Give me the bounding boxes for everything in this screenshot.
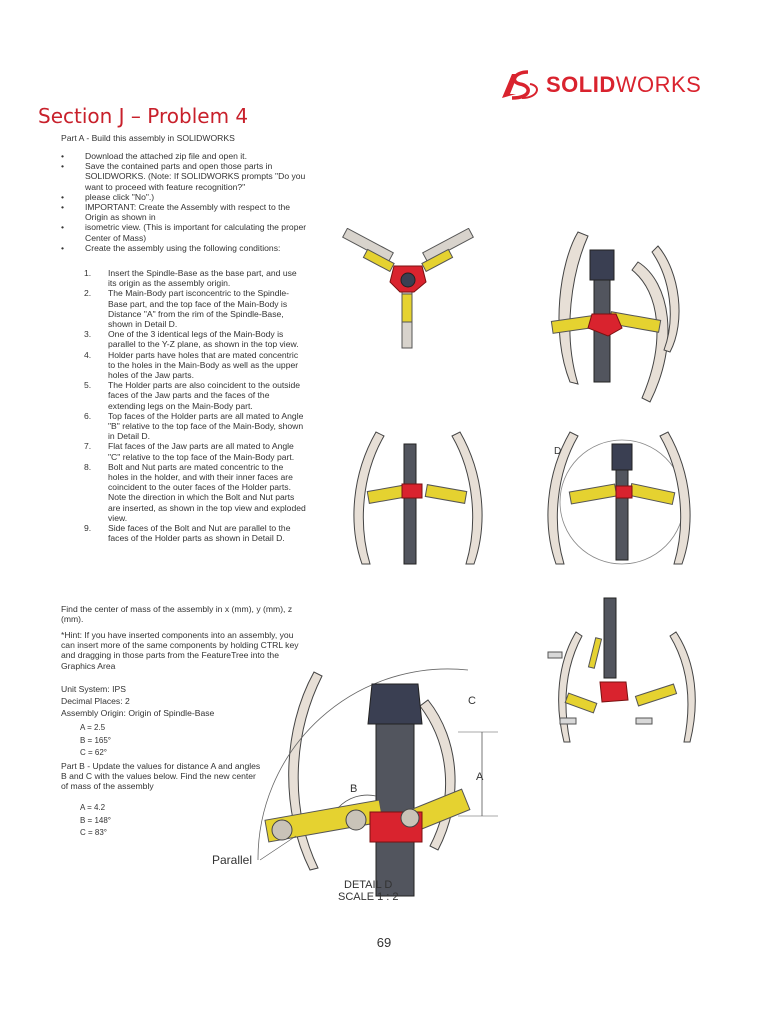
list-item: Save the contained parts and open those … — [61, 161, 311, 192]
value-c: C = 83° — [80, 828, 107, 837]
list-item: 3.One of the 3 identical legs of the Mai… — [84, 329, 299, 350]
list-item: isometric view. (This is important for c… — [61, 222, 311, 242]
side-view-figure: D — [547, 431, 691, 565]
assembly-conditions: 1.Insert the Spindle-Base as the base pa… — [84, 268, 306, 543]
value-a: A = 2.5 — [80, 723, 106, 732]
unit-system: Unit System: IPS — [61, 684, 126, 694]
list-item: 4.Holder parts have holes that are mated… — [84, 349, 299, 381]
list-item: 7.Flat faces of the Jaw parts are all ma… — [84, 441, 295, 462]
page-title: Section J – Problem 4 — [38, 104, 249, 128]
value-a: A = 4.2 — [80, 803, 106, 812]
list-item: Create the assembly using the following … — [61, 243, 311, 253]
brand-name: SOLIDWORKS — [546, 72, 702, 97]
page-number: 69 — [376, 935, 392, 950]
exploded-view-figure — [547, 597, 696, 743]
label-parallel: Parallel — [212, 853, 252, 867]
part-b-values: A = 4.2 B = 148° C = 83° — [80, 802, 111, 840]
instruction-bullets: Download the attached zip file and open … — [61, 151, 311, 253]
part-a-values: A = 2.5 B = 165° C = 62° — [80, 722, 111, 760]
label-d: D — [554, 446, 561, 457]
label-scale: SCALE 1 : 2 — [338, 891, 399, 903]
list-item: 2.The Main-Body part isconcentric to the… — [84, 288, 290, 330]
list-item: 6.Top faces of the Holder parts are all … — [84, 410, 304, 442]
value-b: B = 165° — [80, 735, 111, 745]
assembly-origin: Assembly Origin: Origin of Spindle-Base — [61, 708, 215, 718]
label-detail: DETAIL D — [344, 879, 392, 891]
list-item: 9.Side faces of the Bolt and Nut are par… — [84, 523, 291, 544]
list-item: 1.Insert the Spindle-Base as the base pa… — [84, 268, 297, 289]
solidworks-logo: SOLIDWORKS — [498, 68, 701, 102]
part-a-heading: Part A - Build this assembly in SOLIDWOR… — [61, 133, 235, 143]
top-view-figure — [342, 228, 474, 349]
list-item: 5.The Holder parts are also coincident t… — [84, 380, 301, 411]
label-c: C — [468, 695, 476, 707]
find-center-of-mass: Find the center of mass of the assembly … — [61, 604, 293, 625]
isometric-view-figure — [550, 231, 680, 403]
list-item: Download the attached zip file and open … — [61, 151, 311, 161]
list-item: please click "No".) — [61, 192, 311, 202]
list-item: 8.Bolt and Nut parts are mated concentri… — [84, 461, 306, 523]
part-b-heading: Part B - Update the values for distance … — [61, 761, 261, 792]
label-a: A — [476, 771, 484, 783]
hint-text: *Hint: If you have inserted components i… — [61, 630, 299, 671]
front-view-figure — [353, 431, 483, 565]
list-item: IMPORTANT: Create the Assembly with resp… — [61, 202, 311, 222]
label-b: B — [350, 783, 357, 795]
value-c: C = 62° — [80, 748, 107, 757]
decimal-places: Decimal Places: 2 — [61, 696, 130, 706]
value-b: B = 148° — [80, 815, 111, 825]
ds-logo-icon — [502, 70, 538, 100]
detail-d-figure: B A C Parallel DETAIL D SCALE 1 : 2 — [212, 668, 498, 903]
